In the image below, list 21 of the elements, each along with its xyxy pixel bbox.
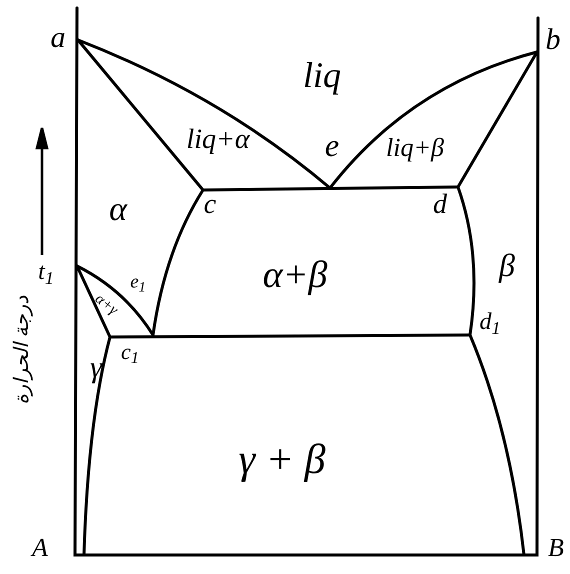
- phase-label: γ: [90, 353, 102, 383]
- axis-label: درجة الحرارة: [12, 296, 32, 404]
- phase-label: b: [546, 25, 560, 55]
- phase-label: liq: [303, 57, 341, 93]
- phase-label: e$_{1}$: [130, 272, 146, 292]
- phase-label: α+γ: [92, 292, 120, 318]
- phase-label: c: [204, 191, 216, 219]
- phase-label: t$_{1}$: [38, 260, 54, 284]
- phase-label: γ + β: [238, 439, 326, 481]
- phase-label: d: [433, 191, 447, 219]
- phase-label: a: [50, 23, 66, 53]
- phase-label: β: [499, 249, 515, 281]
- phase-label: c$_{1}$: [121, 341, 139, 363]
- phase-label: B: [548, 535, 564, 561]
- phase-label: liq+α: [186, 126, 250, 154]
- phase-label: e: [324, 129, 340, 161]
- phase-label: α: [109, 193, 127, 227]
- phase-label: α+β: [262, 256, 328, 294]
- phase-label: d$_{1}$: [480, 310, 500, 334]
- phase-label: A: [32, 535, 48, 561]
- phase-label: liq+β: [386, 135, 444, 161]
